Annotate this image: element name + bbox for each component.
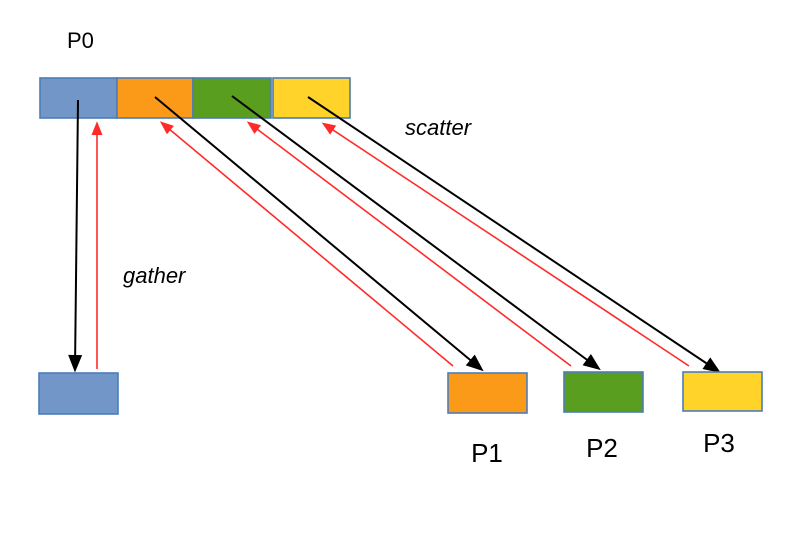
p1-label: P1 [471, 438, 503, 468]
p2-local-box-green [563, 371, 644, 413]
gather-arrow-from-p3 [321, 122, 690, 367]
p1-local-box-orange [447, 372, 528, 414]
scatter-label: scatter [405, 115, 473, 140]
p0-label: P0 [67, 28, 94, 53]
p2-label: P2 [586, 433, 618, 463]
p3-label: P3 [703, 428, 735, 458]
gather-label: gather [123, 263, 187, 288]
scatter-arrow-to-p0 [68, 99, 83, 373]
p3-local-box-yellow [682, 371, 763, 412]
scatter-arrow-to-p2 [231, 95, 601, 371]
p0-buffer-bar [39, 77, 351, 119]
p0-local-box-blue [38, 372, 119, 415]
p0-segment-green [192, 77, 272, 119]
gather-arrow-from-p1 [159, 121, 454, 367]
scatter-arrow-to-p3 [307, 96, 721, 373]
gather-arrows [91, 121, 690, 369]
scatter-arrow-to-p1 [154, 96, 484, 372]
gather-arrow-from-p2 [246, 121, 572, 367]
process-buffers [38, 371, 763, 415]
p0-segment-yellow [272, 77, 351, 119]
scatter-arrows [68, 95, 721, 373]
